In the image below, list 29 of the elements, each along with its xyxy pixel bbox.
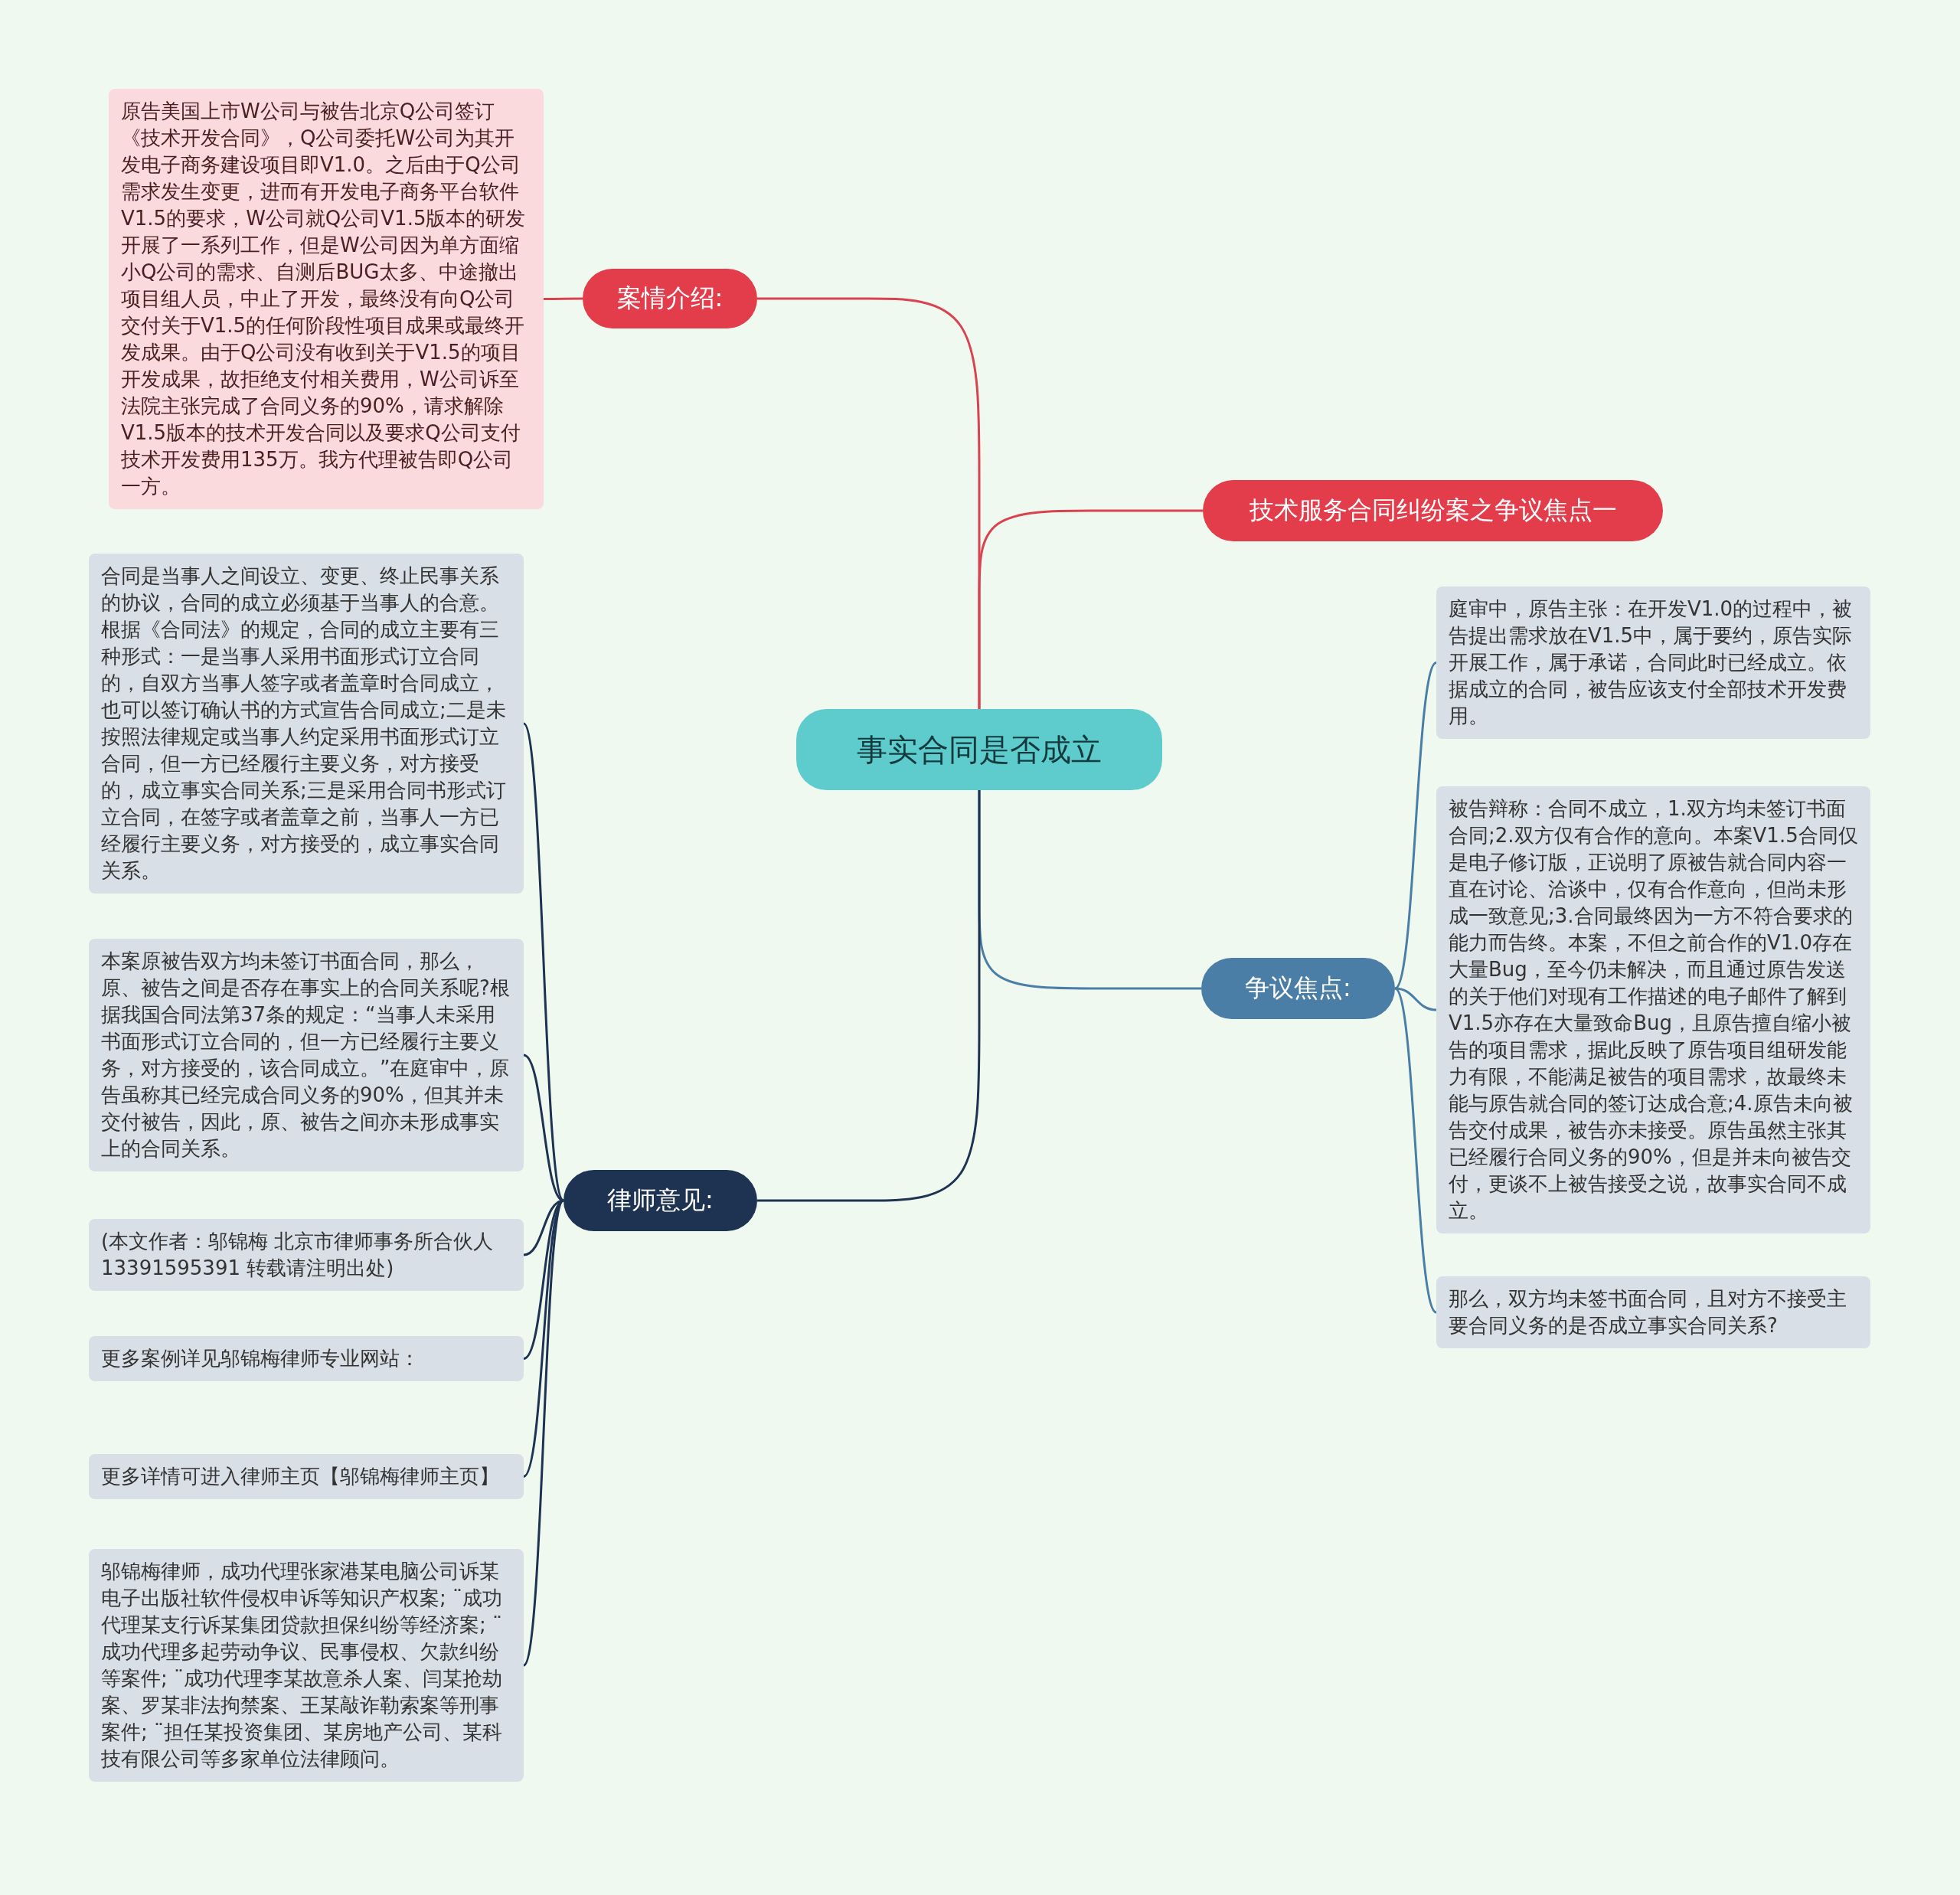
connector-line xyxy=(1393,662,1438,989)
connector-line xyxy=(757,790,981,1202)
note-text: 更多案例详见邬锦梅律师专业网站： xyxy=(101,1346,420,1371)
note-text: 合同是当事人之间设立、变更、终止民事关系的协议，合同的成立必须基于当事人的合意。根据《合同法》的规定，合同的成立主要有三种形式：一是当事人采用书面形式订立合同的，自双方当事人签字或者盖章时合同成立，也可以签订确认书的方式宣告合同成立;二是未按照法律规定或当事人约定采用书面形式订立合同，但一方已经履行主要义务，对方接受的，成立事实合同关系;三是采用合同书形式订立合同，在签字或者盖章之前，当事人一方已经履行主要义务，对方接受的，成立事实合同关系。 xyxy=(101,564,507,884)
note-text: 更多详情可进入律师主页【邬锦梅律师主页】 xyxy=(101,1464,500,1489)
note-card xyxy=(1436,1276,1870,1348)
note-card xyxy=(1436,586,1870,739)
connector-line xyxy=(1393,988,1438,1313)
topic-label: 案情介绍: xyxy=(616,283,724,314)
topic-label: 争议焦点: xyxy=(1245,972,1351,1004)
note-card xyxy=(89,1336,524,1381)
central-topic xyxy=(796,709,1162,790)
topic-label: 技术服务合同纠纷案之争议焦点一 xyxy=(1249,495,1617,526)
note-text: 那么，双方均未签书面合同，且对方不接受主要合同义务的是否成立事实合同关系? xyxy=(1449,1286,1847,1338)
note-card xyxy=(89,1219,524,1291)
note-text: 本案原被告双方均未签订书面合同，那么，原、被告之间是否存在事实上的合同关系呢?根据我国合同法第37条的规定：“当事人未采用书面形式订立合同的，但一方已经履行主要义务，对方接受的，该合同成立。”在庭审中，原告虽称其已经完成合同义务的90%，但其并未交付被告，因此，原、被告之间亦未形成事实上的合同关系。 xyxy=(101,949,511,1162)
note-text: 邬锦梅律师，成功代理张家港某电脑公司诉某电子出版社软件侵权申诉等知识产权案; ¨成功代理某支行诉某集团贷款担保纠纷等经济案; ¨成功代理多起劳动争议、民事侵权、欠款纠纷等案件; ¨成功代理李某故意杀人案、闫某抢劫案、罗某非法拘禁案、王某敲诈勒索案等刑事案件; ¨担任某投资集团、某房地产公司、某科技有限公司等多家单位法律顾问。 xyxy=(101,1559,504,1772)
note-card xyxy=(89,1549,524,1782)
note-text: 庭审中，原告主张：在开发V1.0的过程中，被告提出需求放在V1.5中，属于要约，原告实际开展工作，属于承诺，合同此时已经成立。依据成立的合同，被告应该支付全部技术开发费用。 xyxy=(1449,596,1854,729)
topic-label: 律师意见: xyxy=(607,1184,714,1216)
note-text: (本文作者：邬锦梅 北京市律师事务所合伙人 13391595391 转载请注明出处) xyxy=(101,1229,495,1281)
topic-label: 事实合同是否成立 xyxy=(857,730,1102,769)
note-card xyxy=(89,1454,524,1499)
connector-line xyxy=(978,509,1203,709)
connector-line xyxy=(522,1200,565,1666)
connector-line xyxy=(522,723,565,1201)
note-text: 原告美国上市W公司与被告北京Q公司签订《技术开发合同》，Q公司委托W公司为其开发电子商务建设项目即V1.0。之后由于Q公司需求发生变更，进而有开发电子商务平台软件V1.5的要求，W公司就Q公司V1.5版本的研发开展了一系列工作，但是W公司因为单方面缩小Q公司的需求、自测后BUG太多、中途撤出项目组人员，中止了开发，最终没有向Q公司交付关于V1.5的任何阶段性项目成果或最终开发成果。由于Q公司没有收到关于V1.5的项目开发成果，故拒绝支付相关费用，W公司诉至法院主张完成了合同义务的90%，请求解除V1.5版本的技术开发合同以及要求Q公司支付技术开发费用135万。我方代理被告即Q公司一方。 xyxy=(121,99,527,499)
note-text: 被告辩称：合同不成立，1.双方均未签订书面合同;2.双方仅有合作的意向。本案V1.5合同仅是电子修订版，正说明了原被告就合同内容一直在讨论、洽谈中，仅有合作意向，但尚未形成一致意见;3.合同最终因为一方不符合要求的能力而告终。本案，不但之前合作的V1.0存在大量Bug，至今仍未解决，而且通过原告发送的关于他们对现有工作描述的电子邮件了解到V1.5亦存在大量致命Bug，且原告擅自缩小被告的项目需求，据此反映了原告项目组研发能力有限，不能满足被告的项目需求，故最终未能与原告就合同的签订达成合意;4.原告未向被告交付成果，被告亦未接受。原告虽然主张其已经履行合同义务的90%，但是并未向被告交付，更谈不上被告接受之说，故事实合同不成立。 xyxy=(1449,796,1859,1224)
connector-line xyxy=(544,297,583,300)
